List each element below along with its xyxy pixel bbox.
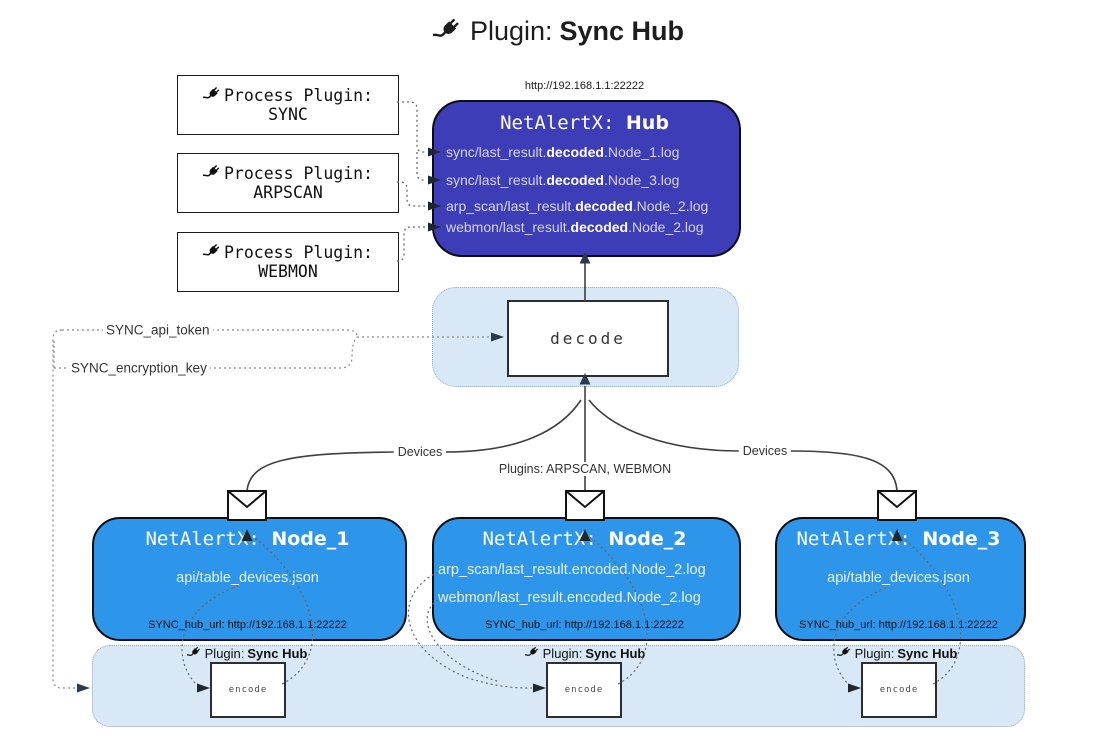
process-plugin-box-sync: Process Plugin: SYNC	[177, 75, 399, 135]
process-plugin-name: ARPSCAN	[253, 183, 323, 202]
node-file: api/table_devices.json	[176, 570, 319, 586]
node-file: api/table_devices.json	[827, 570, 970, 586]
process-plugin-label: Process Plugin:	[223, 164, 373, 183]
hub-title-name: Hub	[625, 112, 669, 134]
hub-log-line: sync/last_result.decoded.Node_3.log	[446, 172, 680, 188]
band-plugin-label: Plugin:Sync Hub	[817, 646, 977, 661]
sync-api-token-label: SYNC_api_token	[103, 322, 213, 338]
devices-label-left: Devices	[393, 445, 447, 459]
hub-title: NetAlertX: Hub	[432, 112, 737, 134]
node-hub-url: SYNC_hub_url: http://192.168.1.1:22222	[148, 619, 347, 631]
plug-icon	[837, 646, 852, 661]
plug-icon	[203, 243, 222, 262]
node-title: NetAlertX: Node_3	[796, 528, 1001, 550]
process-plugin-name: WEBMON	[258, 262, 318, 281]
plug-icon	[433, 17, 463, 47]
hub-log-line: arp_scan/last_result.decoded.Node_2.log	[446, 198, 709, 214]
process-plugin-label: Process Plugin:	[223, 243, 373, 262]
hub-url: http://192.168.1.1:22222	[524, 80, 645, 92]
envelope-icon	[227, 490, 267, 521]
node-box-node-3	[775, 517, 1026, 641]
encode-box: encode	[861, 662, 937, 718]
process-plugin-box-webmon: Process Plugin: WEBMON	[177, 232, 399, 292]
band-plugin-label: Plugin:Sync Hub	[167, 646, 327, 661]
plug-icon	[187, 646, 202, 661]
page-title: Plugin: Sync Hub	[0, 16, 1117, 47]
process-plugin-box-arpscan: Process Plugin: ARPSCAN	[177, 153, 399, 213]
plug-icon	[203, 86, 222, 105]
node-file: webmon/last_result.encoded.Node_2.log	[438, 590, 701, 606]
page-title-name: Sync Hub	[559, 16, 685, 46]
node-file: arp_scan/last_result.encoded.Node_2.log	[438, 562, 706, 578]
node-title: NetAlertX: Node_2	[482, 528, 687, 550]
sync-encryption-key-label: SYNC_encryption_key	[68, 360, 210, 376]
hub-box	[432, 100, 741, 257]
node-title: NetAlertX: Node_1	[145, 528, 350, 550]
hub-title-prefix: NetAlertX:	[500, 112, 615, 134]
envelope-icon	[877, 490, 917, 521]
hub-log-line: webmon/last_result.decoded.Node_2.log	[446, 219, 704, 235]
envelope-icon	[565, 490, 605, 521]
hub-log-line: sync/last_result.decoded.Node_1.log	[446, 144, 680, 160]
process-plugin-name: SYNC	[268, 105, 308, 124]
process-plugin-label: Process Plugin:	[223, 86, 373, 105]
decode-box: decode	[507, 300, 669, 377]
node-hub-url: SYNC_hub_url: http://192.168.1.1:22222	[799, 619, 998, 631]
encode-box: encode	[546, 662, 622, 718]
plug-icon	[525, 646, 540, 661]
devices-label-right: Devices	[738, 444, 792, 458]
node-hub-url: SYNC_hub_url: http://192.168.1.1:22222	[485, 619, 684, 631]
plugins-flow-label: Plugins: ARPSCAN, WEBMON	[494, 462, 676, 476]
encode-box: encode	[210, 662, 286, 718]
plug-icon	[203, 164, 222, 183]
page-title-prefix: Plugin:	[469, 16, 553, 46]
band-plugin-label: Plugin:Sync Hub	[505, 646, 665, 661]
plugin-hub-connectors	[397, 101, 426, 262]
